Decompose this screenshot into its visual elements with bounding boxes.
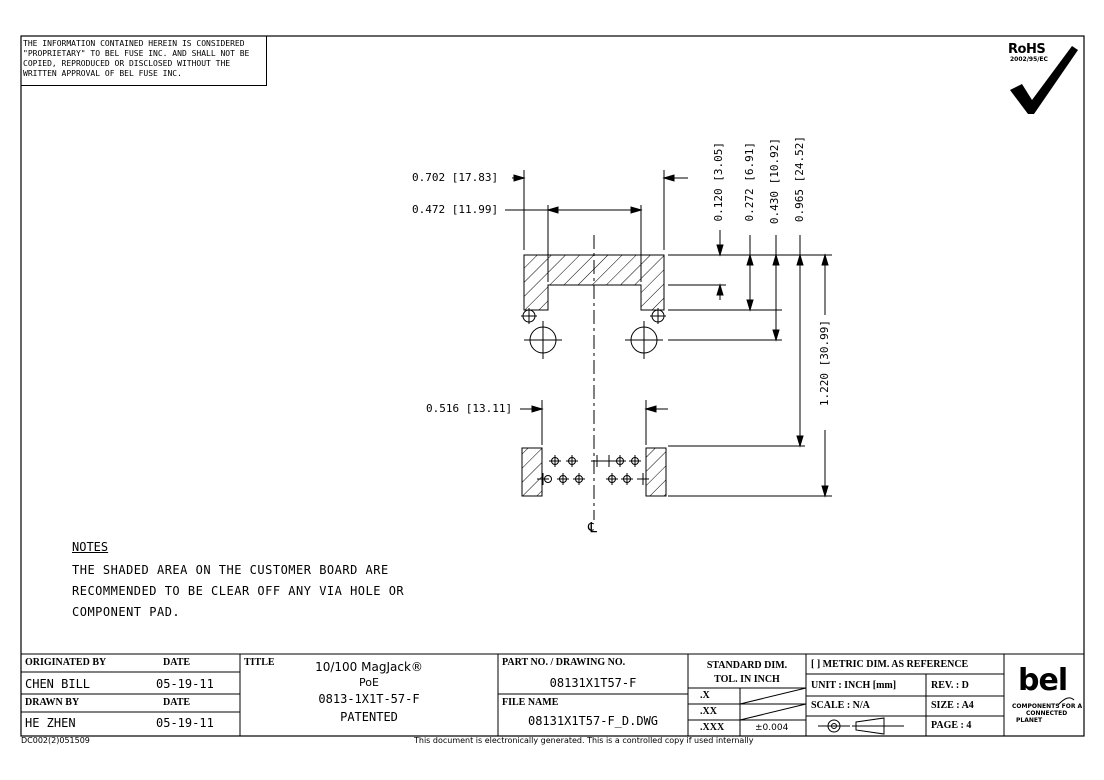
standard-dim-label: STANDARD DIM. — [706, 660, 788, 671]
notice-line: "PROPRIETARY" TO BEL FUSE INC. AND SHALL… — [23, 49, 250, 58]
originated-by: CHEN BILL — [25, 677, 91, 691]
drawn-date: 05-19-11 — [156, 716, 214, 730]
revision: REV. : D — [931, 680, 969, 691]
rohs-directive: 2002/95/EC — [1010, 56, 1048, 63]
dim-v-0965: 0.965 [24.52] — [793, 136, 806, 223]
dim-v-0430: 0.430 [10.92] — [768, 138, 781, 225]
patented-note: PATENTED — [340, 710, 398, 724]
tol-xxx: .XXX — [700, 722, 725, 733]
document-code: DC002(2)051509 — [21, 736, 90, 745]
dim-v-0120: 0.120 [3.05] — [712, 142, 725, 222]
part-no: 08131X1T57-F — [549, 676, 637, 690]
tol-x: .X — [700, 690, 710, 701]
controlled-copy-footer: This document is electronically generate… — [414, 736, 754, 745]
upper-footprint — [521, 254, 666, 359]
tol-xxx-value: ±0.004 — [755, 723, 789, 733]
notice-line: WRITTEN APPROVAL OF BEL FUSE INC. — [23, 69, 182, 78]
date-label: DATE — [163, 697, 191, 708]
sheet-border — [20, 35, 1085, 737]
notice-line: COPIED, REPRODUCED OR DISCLOSED WITHOUT … — [23, 59, 231, 68]
drawn-by-label: DRAWN BY — [25, 697, 80, 708]
file-name: 08131X1T57-F_D.DWG — [527, 714, 659, 728]
dimension-lines — [505, 170, 832, 498]
product-title: 10/100 MagJack® — [315, 660, 423, 674]
notes-line: THE SHADED AREA ON THE CUSTOMER BOARD AR… — [72, 563, 389, 577]
notes-line: COMPONENT PAD. — [72, 605, 181, 619]
dim-overall-width: 0.702 [17.83] — [412, 171, 499, 184]
proprietary-notice: THE INFORMATION CONTAINED HEREIN IS CONS… — [21, 36, 267, 86]
lower-footprint — [521, 447, 667, 497]
metric-reference-label: [ ] METRIC DIM. AS REFERENCE — [811, 659, 969, 670]
notes-line: RECOMMENDED TO BE CLEAR OFF ANY VIA HOLE… — [72, 584, 405, 598]
dim-v-1220: 1.220 [30.99] — [818, 320, 831, 407]
dim-lower-width: 0.516 [13.11] — [426, 402, 513, 415]
projection-symbol-icon — [818, 717, 904, 735]
part-no-label: PART NO. / DRAWING NO. — [502, 657, 626, 668]
rohs-title: RoHS — [1008, 42, 1046, 57]
tagline-line: PLANET — [1016, 717, 1043, 724]
notice-line: THE INFORMATION CONTAINED HEREIN IS CONS… — [23, 39, 245, 48]
scale: SCALE : N/A — [811, 700, 870, 711]
product-part: 0813-1X1T-57-F — [318, 692, 420, 706]
dim-v-0272: 0.272 [6.91] — [743, 142, 756, 222]
sheet-size: SIZE : A4 — [931, 700, 974, 711]
file-name-label: FILE NAME — [502, 697, 559, 708]
bel-tagline: COMPONENTS FOR A CONNECTED PLANET — [1012, 703, 1082, 724]
unit-label: UNIT : INCH [mm] — [811, 680, 897, 691]
tagline-line: COMPONENTS FOR A — [1012, 703, 1083, 710]
originated-date: 05-19-11 — [156, 677, 214, 691]
tolerance-label: TOL. IN INCH — [714, 674, 780, 685]
originated-by-label: ORIGINATED BY — [25, 657, 107, 668]
check-icon — [1010, 46, 1078, 114]
title-block-grid — [21, 653, 1084, 736]
logo-swoosh-icon — [1057, 697, 1075, 706]
dim-inner-width: 0.472 [11.99] — [412, 203, 499, 216]
page-number: PAGE : 4 — [931, 720, 972, 731]
product-subtitle: PoE — [359, 676, 379, 689]
title-label: TITLE — [244, 657, 275, 668]
notes-heading: NOTES — [72, 540, 109, 554]
drawn-by: HE ZHEN — [25, 716, 76, 730]
date-label: DATE — [163, 657, 191, 668]
centerline-symbol: ℄ — [588, 520, 597, 536]
bel-logo: bel — [1018, 663, 1068, 698]
tol-xx: .XX — [700, 706, 717, 717]
tagline-line: CONNECTED — [1026, 710, 1068, 717]
